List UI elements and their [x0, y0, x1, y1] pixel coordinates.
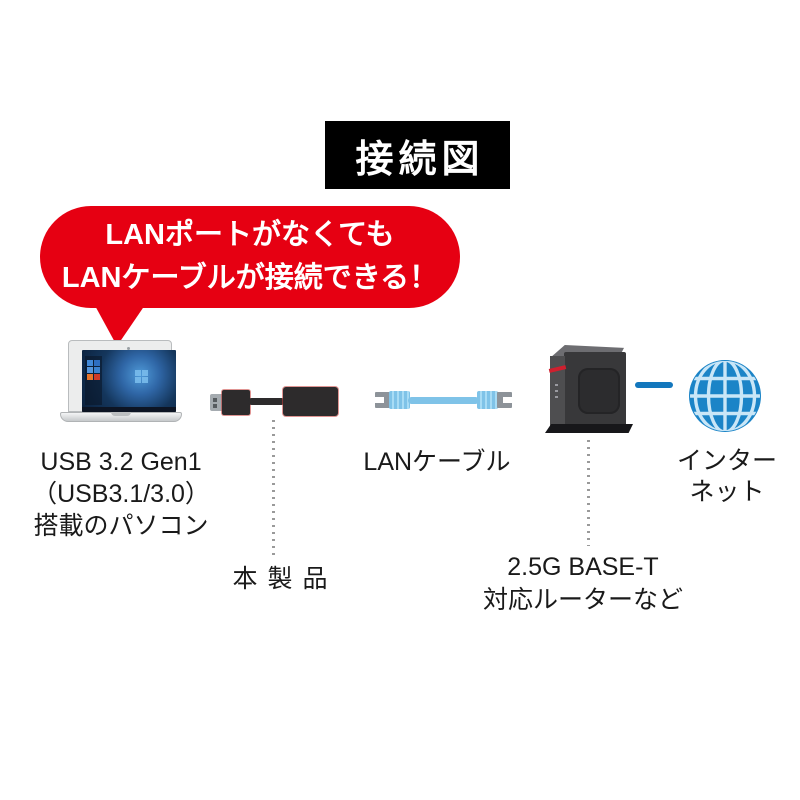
internet-globe-icon — [687, 358, 763, 434]
dotted-leader-router — [587, 440, 590, 546]
lan-cable-label: LANケーブル — [363, 448, 511, 476]
router-label-line1: 2.5G BASE-T — [507, 553, 659, 581]
start-tiles — [87, 360, 100, 380]
callout-line1: LANポートがなくても — [105, 219, 395, 251]
product-label: 本製品 — [232, 565, 338, 593]
router-led — [555, 384, 558, 386]
cable-boot-left — [389, 391, 410, 409]
router-side-face — [564, 352, 626, 426]
adapter-body — [283, 387, 338, 416]
callout-line2: LANケーブルが接続できる！ — [61, 262, 439, 294]
laptop-icon — [60, 336, 182, 426]
router-stand — [545, 424, 633, 433]
callout-bubble: LANポートがなくても LANケーブルが接続できる！ — [40, 206, 460, 308]
pc-label: USB 3.2 Gen1 （USB3.1/3.0） 搭載のパソコン — [6, 446, 236, 542]
internet-label-line2: ネット — [689, 478, 765, 506]
laptop-webcam — [127, 347, 130, 350]
cable-boot-right — [477, 391, 498, 409]
usb-plug-metal-tip — [210, 394, 223, 411]
pc-label-line2: （USB3.1/3.0） — [32, 480, 210, 508]
usb-lan-adapter-icon — [210, 385, 338, 417]
rj45-plug-left — [375, 392, 390, 408]
dotted-leader-product — [272, 420, 275, 558]
adapter-cable — [248, 398, 285, 405]
cable-wire — [408, 397, 479, 404]
taskbar — [82, 407, 176, 412]
diagram-title-text: 接続図 — [355, 138, 485, 181]
windows-logo-icon — [135, 370, 148, 383]
router-led — [555, 390, 558, 392]
lan-cable-icon — [375, 390, 512, 410]
rj45-clip-notch — [375, 397, 384, 403]
diagram-title: 接続図 — [325, 121, 510, 189]
callout-tail — [93, 302, 147, 346]
internet-label: インター ネット — [652, 446, 800, 508]
laptop-display — [82, 350, 176, 412]
router-label-line2: 対応ルーターなど — [482, 586, 683, 614]
laptop-screen — [68, 340, 176, 412]
laptop-hinge-notch — [111, 412, 131, 416]
usb-plug-body — [222, 390, 250, 415]
internet-label-line1: インター — [676, 447, 777, 475]
router-side-recess — [578, 368, 620, 414]
router-label: 2.5G BASE-T 対応ルーターなど — [455, 551, 711, 617]
router-icon — [544, 342, 636, 442]
rj45-clip-notch — [503, 397, 512, 403]
router-led — [555, 396, 558, 398]
pc-label-line3: 搭載のパソコン — [33, 512, 209, 540]
pc-label-line1: USB 3.2 Gen1 — [40, 448, 202, 476]
rj45-plug-right — [497, 392, 512, 408]
router-internet-line — [635, 382, 673, 388]
